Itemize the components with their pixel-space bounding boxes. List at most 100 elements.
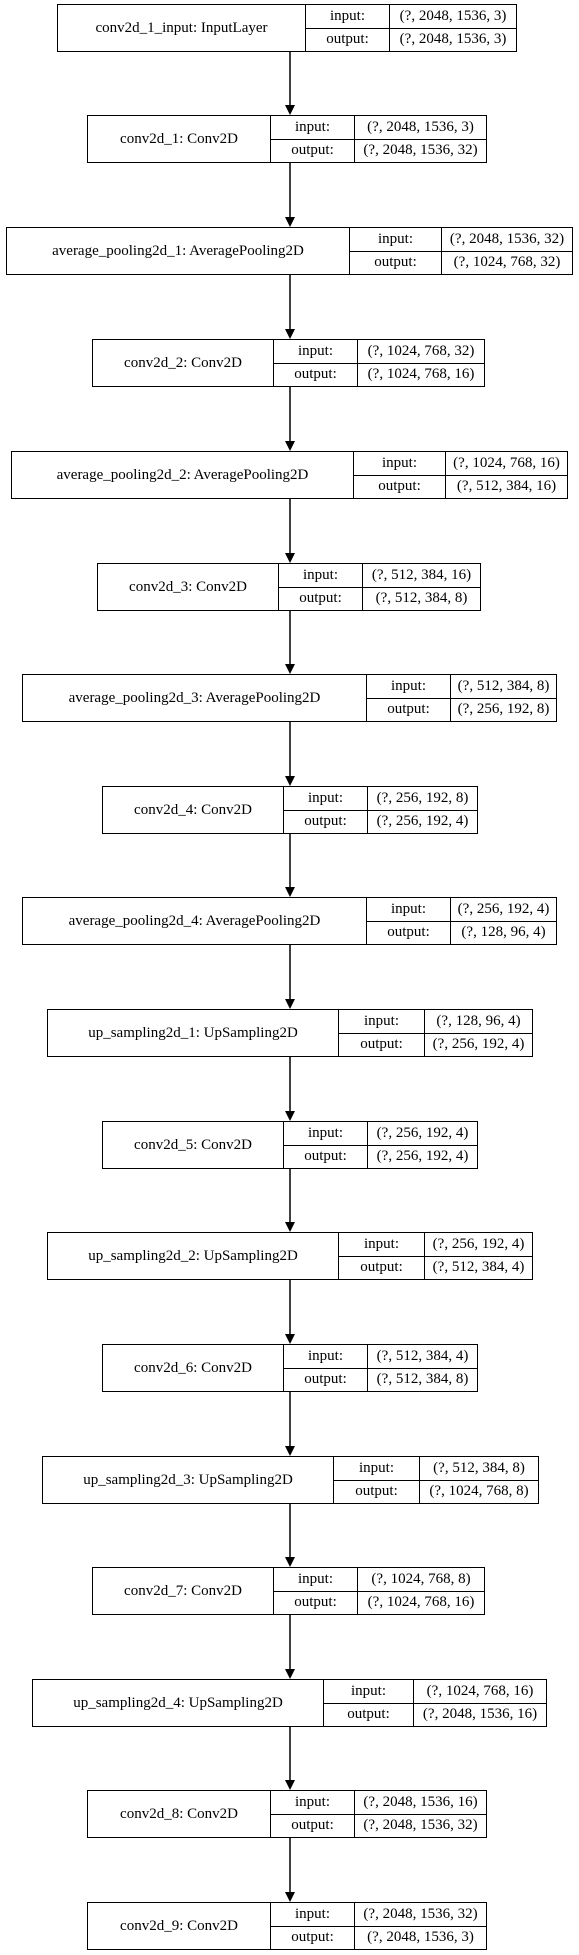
- input-shape: (?, 1024, 768, 32): [367, 342, 475, 359]
- input-label: input:: [274, 1568, 358, 1591]
- edge-arrow: [285, 52, 295, 115]
- output-label: output:: [284, 1145, 368, 1168]
- output-row: output: (?, 512, 384, 16): [354, 474, 567, 498]
- output-label: output:: [284, 810, 368, 833]
- output-row: output:(?, 1024, 768, 16): [274, 1590, 484, 1614]
- layer-name: up_sampling2d_1: UpSampling2D: [48, 1010, 339, 1056]
- output-shape: (?, 2048, 1536, 3): [367, 1929, 474, 1946]
- input-row: input: (?, 512, 384, 16): [279, 564, 480, 587]
- layer-name: conv2d_1_input: InputLayer: [58, 5, 306, 51]
- output-row: output: (?, 256, 192, 8): [367, 697, 556, 721]
- output-row: output: (?, 256, 192, 4): [284, 1144, 477, 1168]
- edge-arrow: [285, 1727, 295, 1790]
- input-label: input:: [367, 675, 451, 698]
- output-shape: (?, 2048, 1536, 3): [399, 31, 507, 48]
- layer-name: average_pooling2d_2: AveragePooling2D: [12, 452, 354, 498]
- input-row: input:(?, 2048, 1536, 3): [306, 5, 516, 28]
- input-row: input:(?, 1024, 768, 8): [274, 1568, 484, 1591]
- input-label: input:: [274, 340, 358, 363]
- input-label: input:: [339, 1233, 425, 1256]
- output-shape: (?, 256, 192, 4): [432, 1036, 525, 1053]
- output-shape: (?, 256, 192, 8): [457, 701, 550, 718]
- edge-arrow: [285, 722, 295, 786]
- edge-arrow: [285, 1838, 295, 1902]
- input-shape: (?, 256, 192, 4): [457, 900, 550, 917]
- output-shape: (?, 512, 384, 8): [375, 590, 468, 607]
- edge-arrow: [285, 387, 295, 451]
- edge-arrow: [285, 1280, 295, 1344]
- edge-arrow: [285, 275, 295, 339]
- edge-arrow: [285, 1615, 295, 1679]
- input-label: input:: [354, 452, 446, 475]
- input-row: input:(?, 1024, 768, 16): [354, 452, 567, 475]
- input-label: input:: [271, 116, 355, 139]
- output-shape: (?, 512, 384, 16): [456, 478, 557, 495]
- input-label: input:: [271, 1791, 355, 1814]
- output-shape: (?, 1024, 768, 16): [367, 366, 475, 383]
- output-shape: (?, 1024, 768, 32): [453, 254, 561, 271]
- output-label: output:: [284, 1368, 368, 1391]
- input-shape: (?, 2048, 1536, 16): [363, 1793, 478, 1810]
- edge-arrow: [285, 1169, 295, 1232]
- output-label: output:: [271, 1926, 355, 1949]
- output-label: output:: [367, 698, 451, 721]
- output-label: output:: [334, 1480, 420, 1503]
- output-shape: (?, 256, 192, 4): [376, 813, 469, 830]
- output-row: output: (?, 256, 192, 4): [284, 809, 477, 833]
- input-shape: (?, 2048, 1536, 3): [367, 118, 474, 135]
- output-label: output:: [339, 1033, 425, 1056]
- input-row: input:(?, 256, 192, 8): [284, 787, 477, 810]
- edge-arrow: [285, 1057, 295, 1121]
- input-row: input: (?, 512, 384, 8): [367, 675, 556, 698]
- input-label: input:: [279, 564, 363, 587]
- output-label: output:: [350, 251, 442, 274]
- output-row: output: (?, 2048, 1536, 32): [271, 1813, 486, 1837]
- input-row: input:(?, 256, 192, 4): [339, 1233, 532, 1256]
- input-shape: (?, 2048, 1536, 3): [399, 7, 507, 24]
- output-row: output: (?, 256, 192, 4): [339, 1032, 532, 1056]
- layer-name: average_pooling2d_1: AveragePooling2D: [7, 228, 350, 274]
- output-label: output:: [274, 363, 358, 386]
- input-shape: (?, 256, 192, 4): [376, 1124, 469, 1141]
- input-shape: (?, 512, 384, 16): [371, 566, 472, 583]
- edge-arrow: [285, 499, 295, 563]
- output-shape: (?, 2048, 1536, 32): [363, 1817, 478, 1834]
- output-shape: (?, 1024, 768, 16): [367, 1594, 475, 1611]
- input-label: input:: [284, 1122, 368, 1145]
- input-label: input:: [284, 787, 368, 810]
- output-row: output:(?, 2048, 1536, 32): [271, 138, 486, 162]
- output-row: output:(?, 512, 384, 4): [339, 1255, 532, 1279]
- input-row: input:(?, 256, 192, 4): [367, 898, 556, 921]
- input-row: input: (?, 256, 192, 4): [284, 1122, 477, 1145]
- input-row: input:(?, 1024, 768, 16): [324, 1680, 546, 1703]
- input-row: input:(?, 2048, 1536, 32): [350, 228, 572, 251]
- layer-name: average_pooling2d_3: AveragePooling2D: [23, 675, 367, 721]
- output-shape: (?, 256, 192, 4): [376, 1148, 469, 1165]
- output-label: output:: [279, 587, 363, 610]
- input-shape: (?, 1024, 768, 16): [426, 1682, 534, 1699]
- output-label: output:: [367, 921, 451, 944]
- output-label: output:: [306, 28, 390, 51]
- input-shape: (?, 512, 384, 8): [457, 677, 550, 694]
- layer-name: conv2d_4: Conv2D: [103, 787, 284, 833]
- input-row: input: (?, 2048, 1536, 16): [271, 1791, 486, 1814]
- output-shape: (?, 128, 96, 4): [461, 924, 546, 941]
- layer-name: conv2d_2: Conv2D: [93, 340, 274, 386]
- output-label: output:: [271, 1814, 355, 1837]
- input-label: input:: [339, 1010, 425, 1033]
- output-label: output:: [339, 1256, 425, 1279]
- layer-name: conv2d_3: Conv2D: [98, 564, 279, 610]
- layer-name: up_sampling2d_4: UpSampling2D: [33, 1680, 324, 1726]
- layer-name: conv2d_5: Conv2D: [103, 1122, 284, 1168]
- output-label: output:: [354, 475, 446, 498]
